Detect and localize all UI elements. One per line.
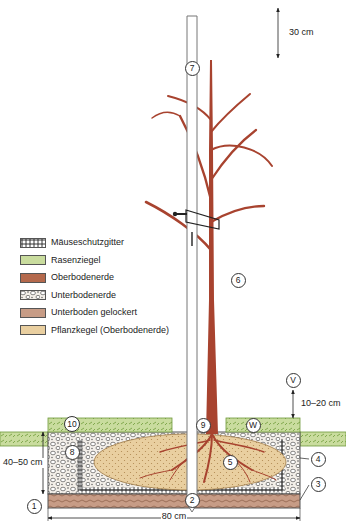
callout-number: V [290, 376, 296, 385]
callout-circle: 1 [27, 499, 42, 514]
callout-number: 2 [190, 496, 195, 505]
legend-text: Rasenziegel [51, 256, 101, 265]
callout-number: 9 [201, 421, 206, 430]
legend-row: Oberbodenerde [20, 271, 114, 284]
callout-circle: W [246, 418, 261, 433]
callout-number: 7 [190, 64, 195, 73]
legend-row: Unterbodenerde [20, 289, 116, 302]
callout-circle: 4 [311, 452, 326, 467]
legend-swatch [20, 255, 46, 265]
callout-number: 5 [228, 458, 233, 467]
dimension-label: 80 cm [161, 512, 188, 522]
legend-text: Pflanzkegel (Oberbodenerde) [51, 326, 169, 335]
legend-sample [20, 238, 46, 248]
callout-number: 1 [32, 502, 37, 511]
legend-row: Mäuseschutzgitter [20, 236, 124, 249]
callout-circle: 5 [223, 455, 238, 470]
callout-circle: 6 [231, 273, 246, 288]
callout-number: 8 [70, 448, 75, 457]
callout-circle: 7 [185, 61, 200, 76]
legend-row: Unterboden gelockert [20, 306, 137, 319]
callout-circle: 3 [311, 477, 326, 492]
callout-circle: 10 [64, 416, 80, 432]
callout-number: 3 [316, 480, 321, 489]
legend-swatch [20, 325, 46, 335]
callout-number: 6 [236, 276, 241, 285]
legend-text: Unterbodenerde [51, 291, 116, 300]
legend-text: Oberbodenerde [51, 273, 114, 282]
callout-circle: 9 [196, 418, 211, 433]
callout-number: 10 [67, 420, 76, 429]
legend-sample [20, 290, 46, 300]
legend-row: Pflanzkegel (Oberbodenerde) [20, 324, 169, 337]
legend-swatch [20, 273, 46, 283]
callout-number: 4 [316, 455, 321, 464]
callout-circle: V [286, 373, 301, 388]
legend-text: Mäuseschutzgitter [51, 238, 124, 247]
legend-swatch [20, 308, 46, 318]
dimension-label: 30 cm [288, 28, 315, 38]
callout-circle: 8 [65, 445, 80, 460]
callout-number: W [249, 421, 257, 430]
legend-text: Unterboden gelockert [51, 308, 137, 317]
dimension-label: 40–50 cm [2, 458, 44, 468]
callout-circle: 2 [185, 493, 200, 508]
dimension-label: 10–20 cm [300, 399, 342, 409]
legend-row: Rasenziegel [20, 254, 101, 267]
